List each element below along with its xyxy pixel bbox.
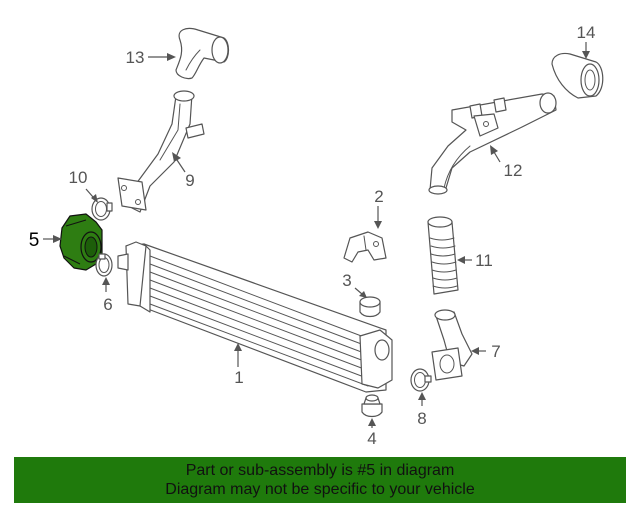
callout-12[interactable]: 12 [504,161,523,180]
banner-line-2: Diagram may not be specific to your vehi… [165,481,475,498]
callout-3[interactable]: 3 [342,271,351,290]
part-1-intercooler[interactable] [117,241,393,393]
highlight-notice-banner: Part or sub-assembly is #5 in diagram Di… [14,457,626,503]
part-13-elbow-hose[interactable] [175,27,230,80]
part-7-lower-outlet-pipe[interactable] [431,309,473,381]
part-2-mounting-bracket[interactable] [343,231,387,263]
part-12-outlet-pipe[interactable] [428,92,557,195]
callout-9[interactable]: 9 [185,171,194,190]
part-8-hose-clamp[interactable] [410,368,432,392]
part-5-highlighted-connector[interactable] [59,213,103,271]
callout-11[interactable]: 11 [475,251,493,270]
callout-14[interactable]: 14 [577,23,596,42]
callout-6[interactable]: 6 [103,295,112,314]
callout-8[interactable]: 8 [417,409,426,428]
banner-line-1: Part or sub-assembly is #5 in diagram [185,462,455,479]
part-11-corrugated-hose[interactable] [427,216,459,295]
leader-lines [43,42,590,428]
callout-labels: 13 9 10 5 6 1 2 3 4 14 12 11 7 8 [29,23,596,448]
callout-1[interactable]: 1 [234,368,243,387]
callout-5[interactable]: 5 [29,230,40,251]
part-9-inlet-pipe[interactable] [117,90,205,213]
callout-4[interactable]: 4 [367,429,376,448]
exploded-parts-diagram: 13 9 10 5 6 1 2 3 4 14 12 11 7 8 [29,23,604,448]
part-6-hose-clamp[interactable] [95,253,113,277]
part-10-hose-clamp[interactable] [91,197,113,221]
part-4-rubber-mount[interactable] [361,394,383,418]
callout-10[interactable]: 10 [69,168,88,187]
part-3-rubber-mount[interactable] [359,296,381,318]
callout-7[interactable]: 7 [491,342,500,361]
part-14-elbow-hose[interactable] [551,52,604,99]
callout-13[interactable]: 13 [126,48,145,67]
callout-2[interactable]: 2 [374,187,383,206]
